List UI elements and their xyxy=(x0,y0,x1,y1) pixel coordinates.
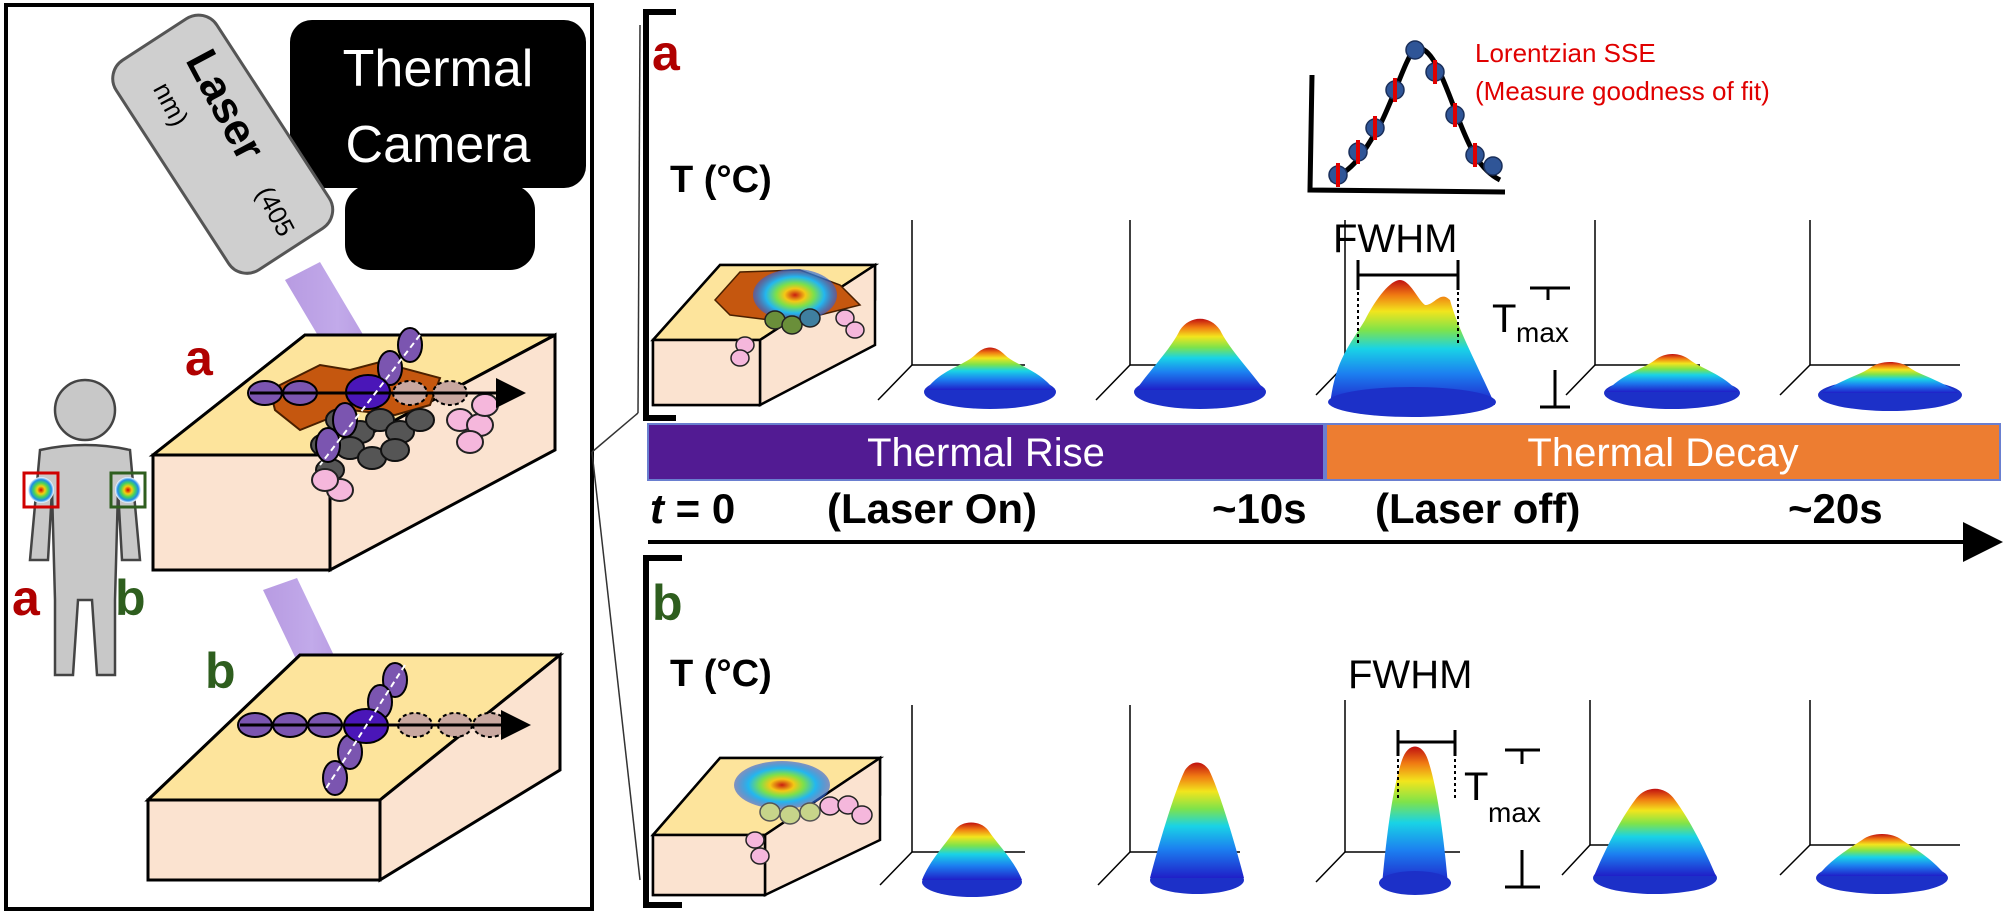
thermal-rise-label: Thermal Rise xyxy=(867,431,1105,475)
thermal-camera xyxy=(290,20,586,270)
peak-a4 xyxy=(1565,220,1740,409)
thermal-decay-label: Thermal Decay xyxy=(1527,431,1798,475)
time-zero-var: t xyxy=(650,485,666,532)
laser-head xyxy=(111,13,335,275)
thermal-decay-bar xyxy=(1325,423,2001,481)
figure-b-label: b xyxy=(205,643,236,699)
site-b-marker xyxy=(109,471,147,509)
site-a-label: a xyxy=(12,570,41,626)
panel-b-fwhm-label: FWHM xyxy=(1348,653,1472,697)
callout-line-b xyxy=(591,451,641,881)
peak-b4 xyxy=(1561,700,1717,894)
peak-b3 xyxy=(1315,700,1540,895)
human-silhouette-icon xyxy=(28,378,142,677)
time-10s-label: ~10s xyxy=(1212,485,1307,532)
figure-a-label: a xyxy=(185,330,214,386)
scan-points-b xyxy=(237,662,531,796)
time-20s-label: ~20s xyxy=(1788,485,1883,532)
site-a-marker xyxy=(22,471,60,509)
peak-b1 xyxy=(879,705,1025,897)
fit-title-line1: Lorentzian SSE xyxy=(1475,38,1656,68)
thermal-rise-bar xyxy=(647,423,1325,481)
panel-a-y-axis-label: T (°C) xyxy=(670,159,772,201)
camera-label-line2: Camera xyxy=(346,116,531,174)
panel-a-tmax-sub: max xyxy=(1516,317,1569,348)
time-zero-label: = 0 xyxy=(664,485,735,532)
panel-a-tmax-label: T xyxy=(1492,297,1516,341)
site-a-spot-icon xyxy=(28,477,54,503)
panel-b-y-axis-label: T (°C) xyxy=(670,653,772,695)
peak-b5 xyxy=(1779,700,1960,894)
laser-on-label: (Laser On) xyxy=(827,485,1037,532)
laser-off-label: (Laser off) xyxy=(1375,485,1580,532)
peak-a1 xyxy=(877,220,1056,409)
thumbnail-block-a xyxy=(650,262,880,408)
peak-a5 xyxy=(1779,220,1962,411)
peak-b2 xyxy=(1097,705,1244,894)
panel-b-bracket xyxy=(643,555,682,908)
panel-a-fwhm-label: FWHM xyxy=(1333,217,1457,261)
svg-text:t = 0: t = 0 xyxy=(650,485,735,532)
callout-line-a xyxy=(591,412,639,453)
thumbnail-block-b xyxy=(650,755,885,897)
lorentzian-fit-inset xyxy=(1307,40,1506,195)
site-b-label: b xyxy=(115,570,146,626)
panel-b-tmax-sub: max xyxy=(1488,797,1541,828)
panel-a-label: a xyxy=(652,25,681,81)
panel-b-tmax-label: T xyxy=(1464,765,1488,809)
peak-a2 xyxy=(1095,220,1266,409)
site-b-spot-icon xyxy=(115,477,141,503)
peak-a3 xyxy=(1315,220,1570,417)
panel-b-label: b xyxy=(652,575,683,631)
scan-points-a xyxy=(247,327,526,466)
fit-title-line2: (Measure goodness of fit) xyxy=(1475,76,1770,106)
panel-a-bracket xyxy=(643,9,676,421)
camera-label-line1: Thermal xyxy=(343,40,534,98)
